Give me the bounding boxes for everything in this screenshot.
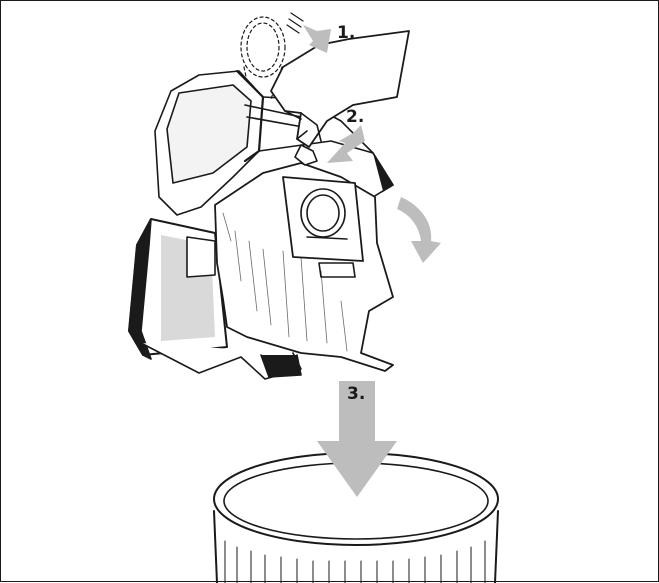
dust-bag <box>215 163 393 371</box>
arrow-rotate <box>397 197 441 263</box>
step-1-label: 1. <box>337 23 355 43</box>
motion-lines <box>287 13 303 33</box>
step-2-label: 2. <box>346 107 364 127</box>
step-3-label: 3. <box>347 384 365 404</box>
